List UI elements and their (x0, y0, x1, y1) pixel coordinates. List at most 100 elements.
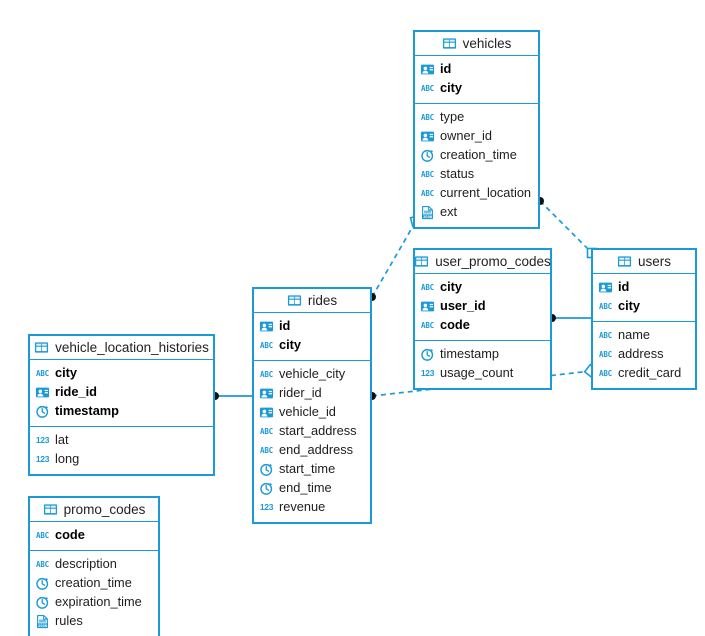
key-person-icon (420, 129, 435, 144)
column-name: creation_time (440, 147, 517, 163)
table-header[interactable]: rides (254, 289, 370, 313)
column-row[interactable]: creation_time (30, 574, 158, 593)
column-row[interactable]: rider_id (254, 384, 370, 403)
column-row[interactable]: expiration_time (30, 593, 158, 612)
number-icon: 123 (420, 368, 435, 378)
column-section: timestamp 123 usage_count (415, 341, 550, 388)
column-row[interactable]: 123 usage_count (415, 364, 550, 383)
column-row[interactable]: start_time (254, 460, 370, 479)
table-icon (442, 36, 457, 51)
column-row[interactable]: id (254, 317, 370, 336)
column-name: rider_id (279, 385, 322, 401)
abc-text-icon: ABC (36, 531, 49, 540)
column-name: id (279, 318, 291, 334)
column-name: end_time (279, 480, 332, 496)
abc-text-icon: ABC (260, 427, 273, 436)
clock-icon (35, 404, 50, 419)
column-name: expiration_time (55, 594, 142, 610)
table-header[interactable]: user_promo_codes (415, 250, 551, 274)
abc-text-icon: ABC (599, 369, 612, 378)
key-person-icon (420, 299, 435, 314)
column-name: vehicle_id (279, 404, 336, 420)
number-icon: 123 (35, 435, 50, 445)
abc-text-icon: ABC (599, 331, 612, 340)
table-title: user_promo_codes (435, 253, 551, 269)
column-row[interactable]: ABC credit_card (593, 364, 695, 383)
column-name: user_id (440, 298, 486, 314)
column-name: type (440, 109, 465, 125)
abc-text-icon: ABC (421, 189, 434, 198)
table-header[interactable]: vehicles (415, 32, 538, 56)
json-icon: JSON (420, 205, 435, 220)
column-name: ride_id (55, 384, 97, 400)
table-header[interactable]: promo_codes (30, 498, 158, 522)
table-header[interactable]: vehicle_location_histories (30, 336, 213, 360)
column-row[interactable]: end_time (254, 479, 370, 498)
column-name: rules (55, 613, 83, 629)
column-row[interactable]: ride_id (30, 383, 213, 402)
key-person-icon (598, 280, 613, 295)
column-row[interactable]: id (415, 60, 538, 79)
table-header[interactable]: users (593, 250, 695, 274)
number-icon: 123 (259, 502, 274, 512)
column-name: id (618, 279, 630, 295)
column-row[interactable]: timestamp (30, 402, 213, 421)
column-name: credit_card (618, 365, 682, 381)
svg-text:JSON: JSON (38, 623, 48, 628)
column-name: code (440, 317, 470, 333)
relationship-edge-rel-userpromocodes-users[interactable] (548, 314, 591, 322)
abc-text-icon: ABC (36, 560, 49, 569)
column-row[interactable]: vehicle_id (254, 403, 370, 422)
column-row[interactable]: creation_time (415, 146, 538, 165)
abc-text-icon: ABC (599, 302, 612, 311)
column-name: usage_count (440, 365, 514, 381)
column-name: owner_id (440, 128, 492, 144)
column-row[interactable]: user_id (415, 297, 550, 316)
clock-icon (420, 148, 435, 163)
table-icon (43, 502, 58, 517)
column-row[interactable]: timestamp (415, 345, 550, 364)
column-row[interactable]: owner_id (415, 127, 538, 146)
number-icon: 123 (35, 454, 50, 464)
json-icon: JSON (35, 614, 50, 629)
edge-line (371, 220, 417, 298)
column-row[interactable]: JSON rules (30, 612, 158, 631)
column-name: end_address (279, 442, 353, 458)
relationship-edge-rel-vlh-rides[interactable] (211, 392, 252, 400)
column-row[interactable]: id (593, 278, 695, 297)
